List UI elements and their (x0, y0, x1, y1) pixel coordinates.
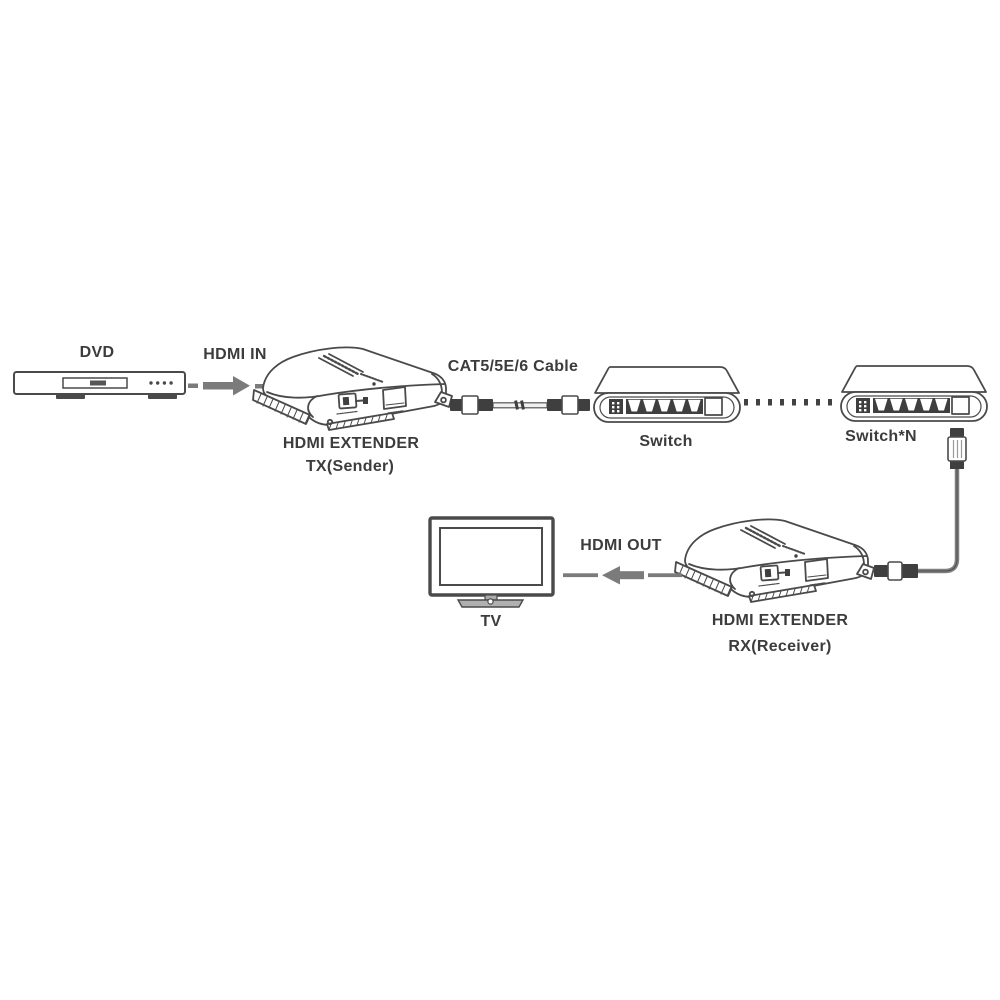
switch-n-label: Switch*N (845, 428, 917, 445)
network-switch-icon (593, 366, 743, 426)
hdmi-out-label: HDMI OUT (580, 537, 662, 554)
rx-subtitle-label: RX(Receiver) (728, 638, 832, 655)
tv-label: TV (480, 613, 502, 630)
arrow-right-icon (186, 374, 266, 398)
rx-title-label: HDMI EXTENDER (711, 612, 849, 629)
dvd-label: DVD (79, 344, 115, 361)
arrow-left-icon (560, 564, 685, 586)
cat5-cable-icon (450, 392, 590, 418)
hdmi-extender-rx-icon (673, 516, 876, 611)
tv-icon (428, 516, 558, 610)
dvd-player-icon (13, 371, 191, 403)
tx-title-label: HDMI EXTENDER (282, 435, 420, 452)
tx-subtitle-label: TX(Sender) (305, 458, 395, 475)
cable-label: CAT5/5E/6 Cable (447, 358, 579, 375)
hdmi-in-label: HDMI IN (203, 346, 267, 363)
switch-label: Switch (639, 433, 693, 450)
ethernet-drop-cable-icon (870, 426, 975, 588)
network-switch-n-icon (840, 365, 990, 425)
ellipsis-dots-icon (741, 396, 836, 410)
hdmi-extender-tx-icon (251, 344, 454, 439)
